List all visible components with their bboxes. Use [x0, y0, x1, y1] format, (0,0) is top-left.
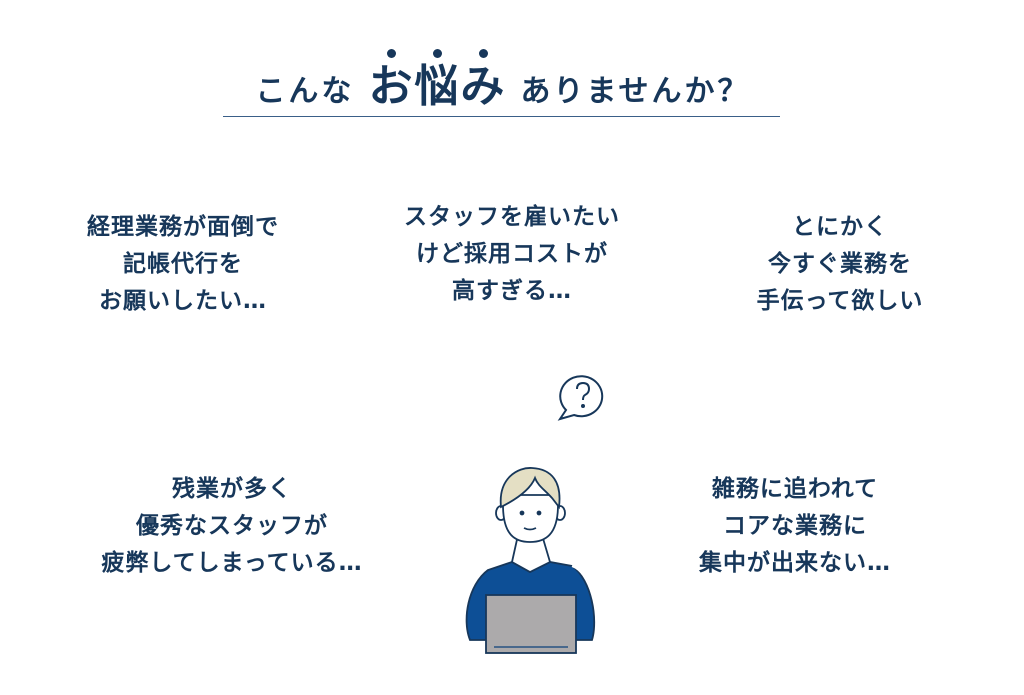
worry-immediate-help: とにかく 今すぐ業務を 手伝って欲しい: [660, 209, 1020, 320]
title-suffix: ありませんか？: [520, 74, 751, 109]
worry-line: 高すぎる…: [452, 278, 572, 304]
person-icon: [465, 467, 600, 654]
title-underline: [223, 116, 780, 117]
worry-chores: 雑務に追われて コアな業務に 集中が出来ない…: [615, 471, 975, 582]
title-prefix: こんな: [255, 74, 355, 109]
worry-line: コアな業務に: [723, 513, 867, 539]
worry-line: 残業が多く: [172, 476, 292, 502]
worry-line: 雑務に追われて: [711, 476, 879, 502]
worry-line: 手伝って欲しい: [756, 288, 924, 314]
emphasis-dots: [368, 49, 506, 58]
worry-line: 記帳代行を: [123, 251, 243, 277]
worry-line: 優秀なスタッフが: [136, 513, 328, 539]
worry-accounting: 経理業務が面倒で 記帳代行を お願いしたい…: [3, 209, 363, 320]
worry-line: けど採用コストが: [416, 241, 608, 267]
question-bubble-icon: [557, 375, 604, 421]
worry-line: 集中が出来ない…: [699, 550, 891, 576]
worry-line: 今すぐ業務を: [768, 251, 912, 277]
worry-overtime: 残業が多く 優秀なスタッフが 疲弊してしまっている…: [52, 471, 412, 582]
worry-line: スタッフを雇いたい: [404, 204, 620, 230]
worry-line: お願いしたい…: [99, 288, 267, 314]
title-emphasis: お悩み: [368, 49, 507, 112]
worry-hiring-cost: スタッフを雇いたい けど採用コストが 高すぎる…: [332, 199, 692, 310]
worry-line: 疲弊してしまっている…: [101, 550, 363, 576]
worry-line: とにかく: [792, 214, 888, 240]
worry-line: 経理業務が面倒で: [87, 214, 279, 240]
page-title: こんなお悩みありませんか？: [0, 49, 1006, 114]
title-emphasis-text: お悩み: [368, 61, 507, 112]
